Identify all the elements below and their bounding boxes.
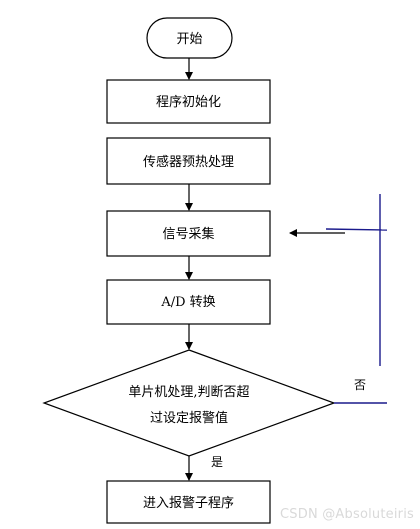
decision-node: 单片机处理,判断否超 过设定报警值 bbox=[42, 349, 336, 457]
alarm-label: 进入报警子程序 bbox=[143, 495, 234, 511]
acquire-node: 信号采集 bbox=[106, 210, 271, 257]
adc-node: A/D 转换 bbox=[106, 279, 271, 325]
no-label: 否 bbox=[354, 378, 366, 392]
preheat-label: 传感器预热处理 bbox=[143, 154, 234, 170]
acquire-label: 信号采集 bbox=[162, 226, 214, 242]
init-node: 程序初始化 bbox=[106, 79, 271, 124]
decision-label-line1: 单片机处理,判断否超 bbox=[128, 385, 249, 400]
alarm-node: 进入报警子程序 bbox=[106, 480, 271, 524]
decision-label-line2: 过设定报警值 bbox=[150, 410, 228, 426]
adc-label: A/D 转换 bbox=[160, 295, 215, 310]
no-loop-path bbox=[289, 194, 388, 404]
yes-label: 是 bbox=[211, 455, 223, 469]
preheat-node: 传感器预热处理 bbox=[106, 137, 271, 185]
start-node: 开始 bbox=[146, 17, 233, 59]
start-label: 开始 bbox=[176, 32, 202, 47]
watermark: CSDN @Absoluteiris bbox=[280, 507, 414, 522]
init-label: 程序初始化 bbox=[156, 95, 221, 110]
